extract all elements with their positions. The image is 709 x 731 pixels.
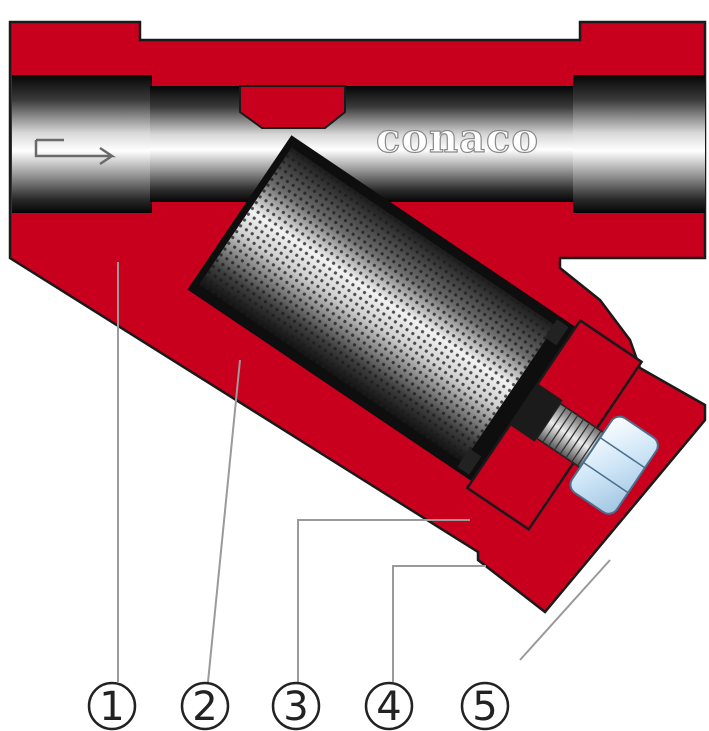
drain-plug-nut xyxy=(569,415,659,515)
callout-3: 3 xyxy=(271,681,321,731)
cap-bore xyxy=(509,383,563,442)
callout-1-number: 1 xyxy=(99,684,124,730)
leader-5 xyxy=(519,559,611,661)
pipe-bore xyxy=(12,75,705,213)
body-partition xyxy=(239,85,346,129)
callout-2: 2 xyxy=(180,681,230,731)
screen-assembly xyxy=(187,135,659,532)
screen-seal-bottom xyxy=(457,448,482,475)
leader-lines xyxy=(117,262,611,683)
leader-2 xyxy=(207,359,241,683)
callout-4-number: 4 xyxy=(376,684,401,730)
callout-labels: 1 2 3 4 5 xyxy=(87,681,510,731)
callout-5-number: 5 xyxy=(472,684,497,730)
outlet-bore xyxy=(573,75,705,213)
thread-lines xyxy=(542,407,602,467)
screen-mesh-pattern xyxy=(198,147,556,463)
callout-1: 1 xyxy=(87,681,137,731)
center-bore xyxy=(150,86,575,202)
callout-5: 5 xyxy=(460,681,510,731)
leader-3 xyxy=(297,519,470,682)
screen-seal-top xyxy=(544,319,569,346)
callout-4: 4 xyxy=(364,681,414,731)
leader-4 xyxy=(392,565,486,682)
inlet-bore xyxy=(12,75,152,213)
callout-2-number: 2 xyxy=(192,684,217,730)
brand-text: conaco xyxy=(376,115,539,162)
flow-direction-arrow-icon xyxy=(34,138,117,166)
callout-3-number: 3 xyxy=(283,684,308,730)
